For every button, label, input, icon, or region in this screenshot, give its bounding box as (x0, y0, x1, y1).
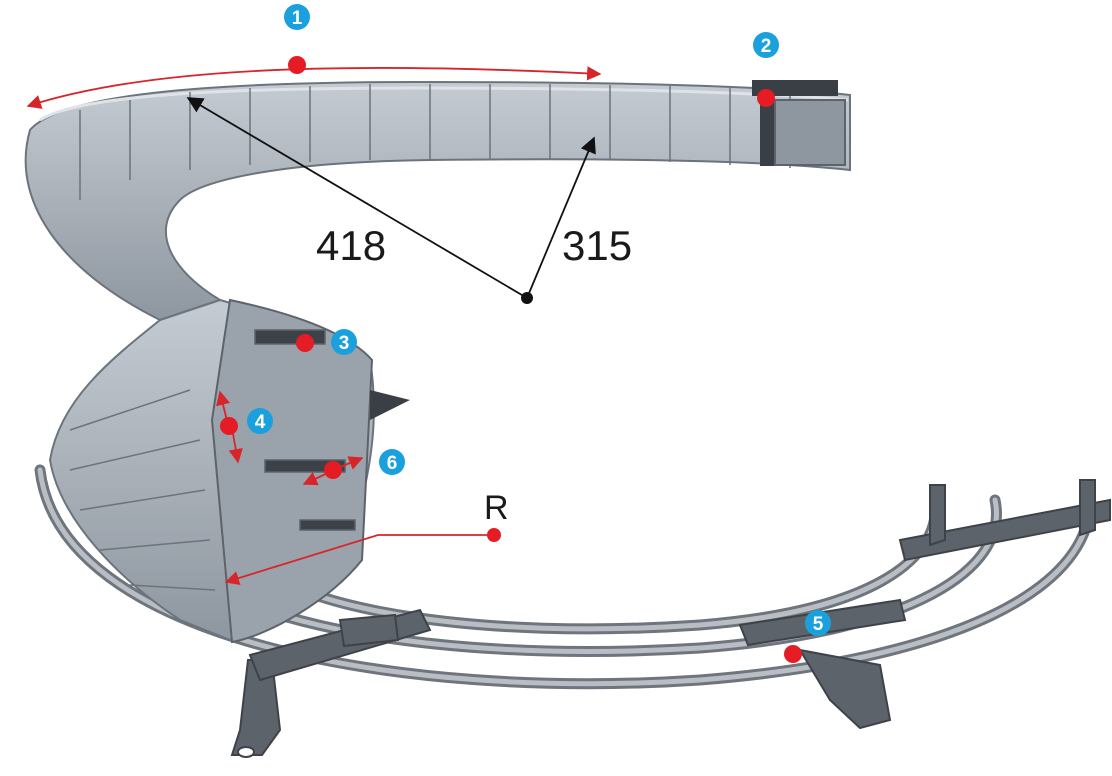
drag-chain-upper-arc (24, 80, 851, 322)
callout-2: 2 (753, 32, 779, 58)
inner-radius-arrow (526, 136, 596, 299)
red-markers (220, 56, 802, 663)
marker-5 (784, 645, 802, 663)
callout-1: 1 (284, 4, 310, 30)
dimension-arrows (186, 97, 596, 304)
callout-6-number: 6 (387, 453, 398, 474)
callout-2-number: 2 (761, 36, 772, 57)
marker-r (487, 528, 501, 542)
marker-1 (288, 56, 306, 74)
callout-5: 5 (805, 610, 831, 636)
radius-label: R (484, 489, 509, 527)
travel-arrows (26, 66, 602, 586)
callout-4-number: 4 (255, 412, 266, 433)
marker-2 (757, 89, 775, 107)
callout-3: 3 (331, 329, 357, 355)
callout-1-number: 1 (292, 8, 303, 29)
inner-dimension-label: 315 (562, 222, 632, 269)
radius-r-arrow (224, 534, 492, 586)
callout-4: 4 (247, 408, 273, 434)
marker-4 (220, 417, 238, 435)
marker-6 (324, 461, 342, 479)
outer-dimension-label: 418 (316, 222, 386, 269)
center-point (521, 292, 533, 304)
drag-chain-spiral (48, 298, 410, 644)
marker-3 (296, 334, 314, 352)
callout-5-number: 5 (813, 614, 824, 635)
travel-arc-arrow (26, 66, 602, 109)
callout-6: 6 (379, 449, 405, 475)
outer-radius-arrow (186, 97, 528, 299)
callout-3-number: 3 (339, 333, 350, 354)
